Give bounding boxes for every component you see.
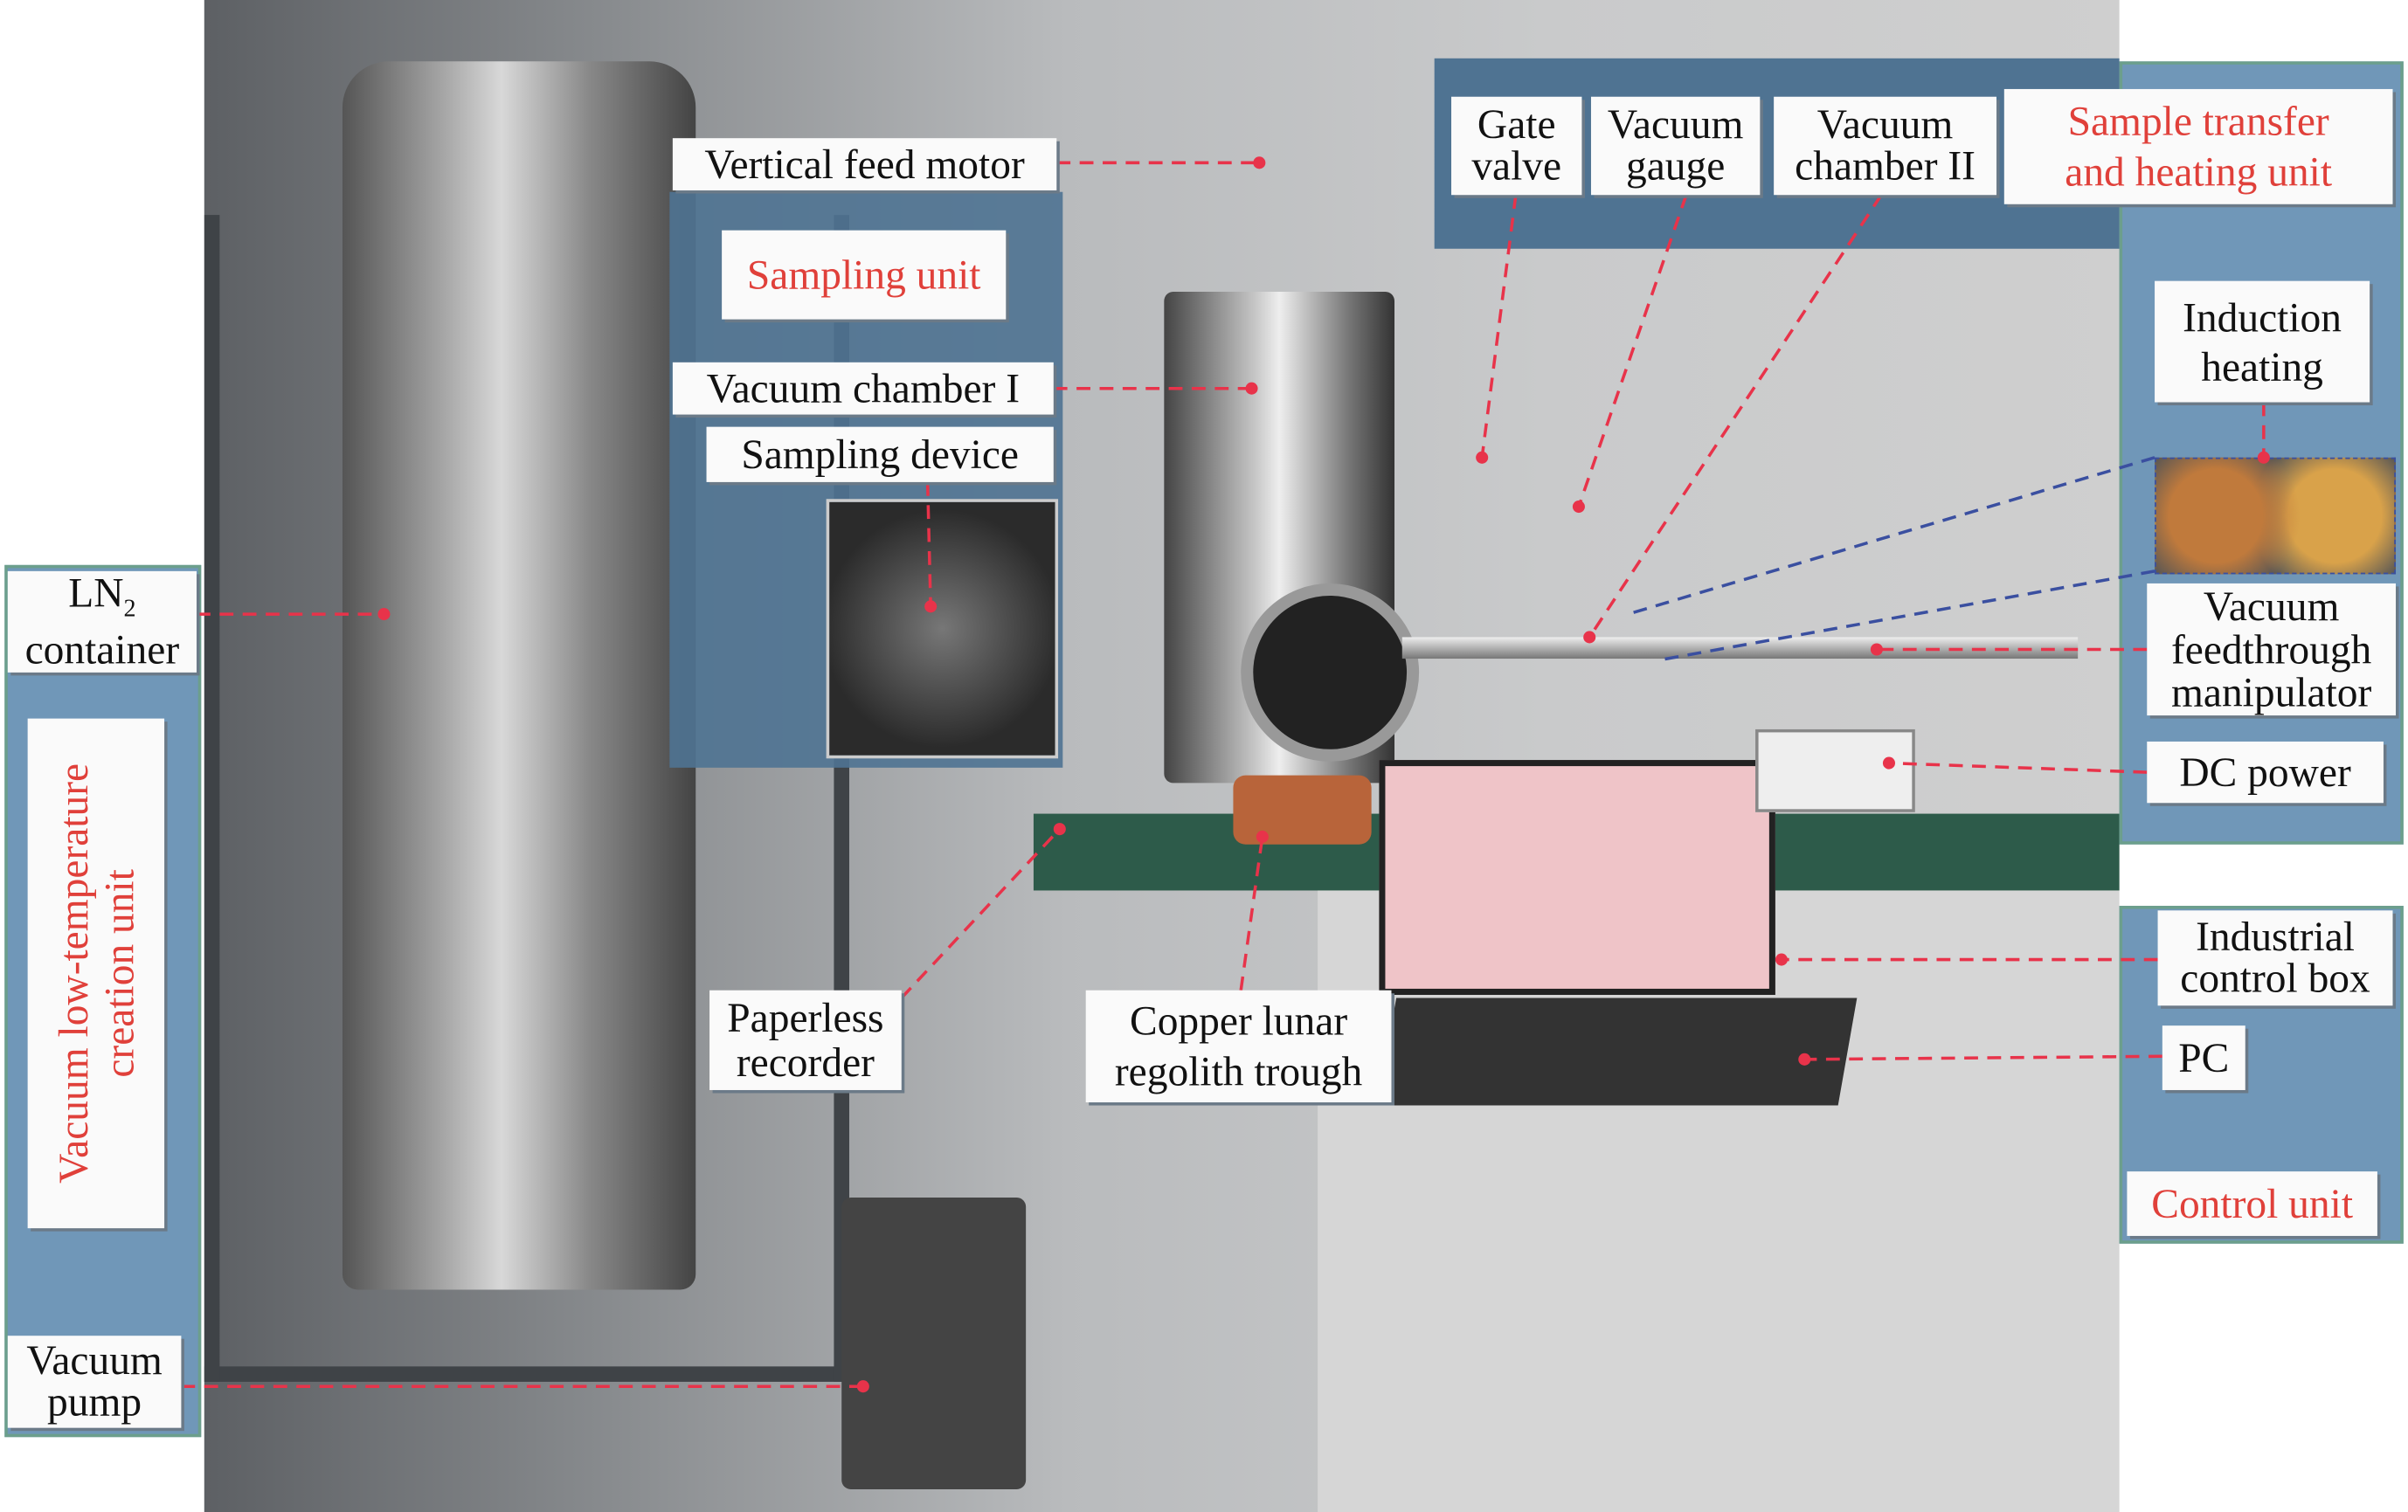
label-sampling-unit: Sampling unit: [722, 230, 1007, 320]
label-text: PC: [2178, 1033, 2230, 1080]
label-vacuum-chamber-1: Vacuum chamber I: [672, 362, 1054, 415]
sampling-device-inset: [826, 499, 1059, 759]
label-sampling-device: Sampling device: [706, 426, 1054, 482]
label-text: regolith trough: [1114, 1047, 1363, 1094]
label-control-unit: Control unit: [2127, 1171, 2377, 1236]
label-text: creation unit: [95, 869, 142, 1078]
label-pc: PC: [2162, 1025, 2245, 1090]
label-vacuum-low-temperature-unit: Vacuum low-temperature creation unit: [27, 718, 165, 1229]
label-text: DC power: [2179, 748, 2351, 795]
label-vertical-feed-motor: Vertical feed motor: [672, 138, 1057, 190]
label-text: Sampling unit: [746, 251, 981, 298]
label-text: Industrial: [2196, 913, 2355, 960]
label-text: Vacuum: [1816, 101, 1954, 148]
label-text: recorder: [736, 1039, 875, 1085]
label-text: pump: [47, 1378, 142, 1426]
manipulator-rod-shape: [1401, 637, 2079, 659]
label-text: container: [24, 626, 180, 673]
laptop-keyboard-shape: [1377, 998, 1858, 1106]
label-text: manipulator: [2170, 669, 2372, 716]
label-text: Vacuum: [2203, 583, 2340, 630]
label-text: and heating unit: [2065, 148, 2333, 195]
laptop-screen-shape: [1379, 760, 1775, 995]
subscript-2: 2: [123, 596, 136, 623]
viewport-shape: [1241, 583, 1420, 762]
ln-text: LN: [68, 569, 124, 616]
label-text: Vacuum low-temperature: [50, 763, 96, 1184]
label-text: Paperless: [727, 994, 884, 1040]
label-text: Copper lunar: [1130, 997, 1348, 1044]
label-text: valve: [1471, 142, 1562, 190]
label-text: Control unit: [2151, 1179, 2354, 1226]
label-text: feedthrough: [2170, 626, 2372, 673]
induction-coil-inset: [2155, 457, 2397, 575]
label-text: LN2: [68, 569, 136, 630]
label-text: Vacuum chamber I: [706, 364, 1021, 411]
label-text: chamber II: [1795, 142, 1976, 190]
label-text: Vacuum: [26, 1336, 163, 1384]
label-text: Induction: [2183, 293, 2342, 341]
label-text: Sampling device: [741, 431, 1019, 477]
ln2-tank-shape: [342, 61, 696, 1290]
label-dc-power: DC power: [2147, 741, 2384, 804]
label-text: Vertical feed motor: [704, 140, 1025, 187]
vacuum-pump-shape: [841, 1198, 1027, 1489]
label-text: Sample transfer: [2067, 97, 2329, 144]
rotated-text: Vacuum low-temperature creation unit: [50, 763, 142, 1184]
label-text: heating: [2201, 342, 2323, 390]
label-text: gauge: [1625, 142, 1726, 190]
copper-trough-shape: [1233, 775, 1372, 845]
label-ln2-container: LN2 container: [7, 569, 197, 673]
label-text: Gate: [1477, 101, 1556, 148]
label-text: Vacuum: [1607, 101, 1744, 148]
dc-power-shape: [1755, 728, 1915, 812]
label-text: control box: [2180, 955, 2370, 1002]
